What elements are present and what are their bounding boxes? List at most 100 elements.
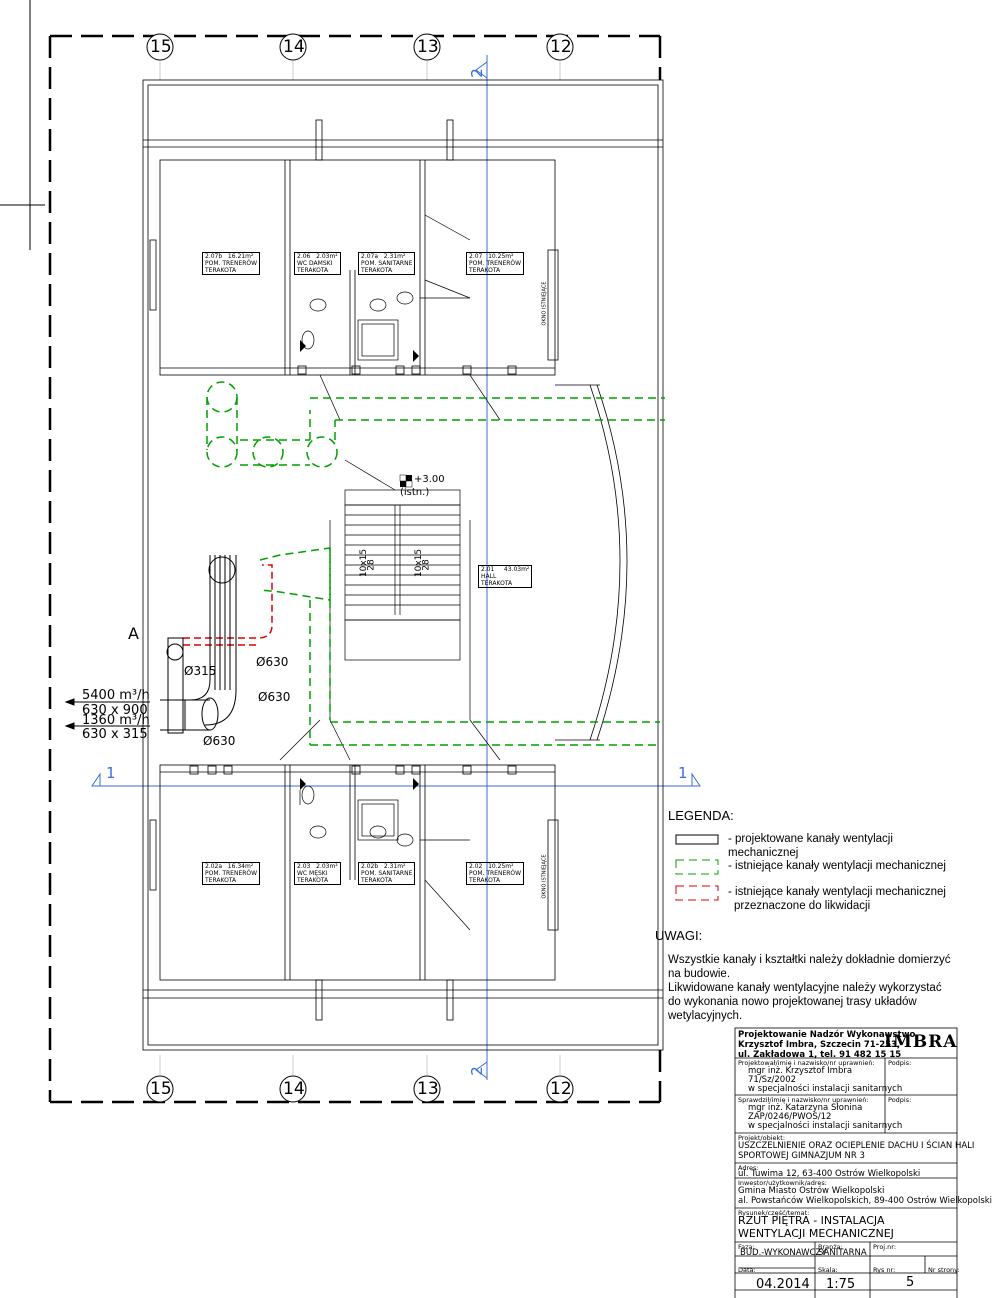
axis-grid-lines <box>159 60 561 1076</box>
axis-top-12: 12 <box>550 37 572 57</box>
company-logo: IMBRA <box>884 1032 958 1052</box>
level-marker-symbol <box>399 474 413 488</box>
axis-2-bottom: 2 <box>467 1066 486 1076</box>
tb-project-label: Projekt/obiekt: <box>738 1134 786 1142</box>
notes-line-4: do wykonania nowo projektowanej trasy uk… <box>668 996 917 1022</box>
tb-pageno-label: Nr strony: <box>928 1266 960 1274</box>
window-label-bottom: OKNO ISTNIEJĄCE <box>541 854 548 899</box>
notes-line-1: Wszystkie kanały i kształtki należy dokł… <box>668 954 951 966</box>
tb-branch-label: Branża: <box>818 1243 843 1251</box>
projected-ducts <box>160 555 237 734</box>
tb-drawno-label: Rys nr: <box>873 1266 896 1274</box>
tb-investor-label: Inwestor/użytkownik/adres: <box>738 1179 827 1187</box>
legend-item-existing: - istniejące kanały wentylacji mechanicz… <box>728 860 946 872</box>
level-note: (istn.) <box>400 487 430 498</box>
tb-date: 04.2014 <box>756 1277 810 1292</box>
duct-label-630-c: Ø630 <box>203 734 236 748</box>
tb-checker-3: w specjalności instalacji sanitarnych <box>748 1121 903 1131</box>
tb-investor-2: al. Powstańców Wielkopolskich, 89-400 Os… <box>738 1196 992 1206</box>
tb-investor-1: Gmina Miasto Ostrów Wielkopolski <box>738 1186 885 1196</box>
title-block-grid <box>734 1027 958 1298</box>
tb-drawing-1: RZUT PIĘTRA - INSTALACJA <box>738 1214 885 1227</box>
flow-2-size: 630 x 315 <box>82 727 148 742</box>
legend-swatches <box>675 834 719 901</box>
tb-scale-label: Skala: <box>818 1266 838 1274</box>
removed-ducts <box>183 564 273 646</box>
tb-address-label: Adres: <box>738 1164 759 1172</box>
tb-sign-label: Podpis: <box>888 1059 912 1067</box>
axis-lines <box>91 55 701 1080</box>
duct-label-315: Ø315 <box>184 664 217 678</box>
tb-sign-label-2: Podpis: <box>888 1096 912 1104</box>
axis-bottom-13: 13 <box>417 1079 439 1099</box>
tb-date-label: Data: <box>738 1266 756 1274</box>
flow-1-size: 630 x 900 <box>82 703 148 718</box>
tb-scale: 1:75 <box>826 1277 856 1292</box>
axis-top-15: 15 <box>150 37 172 57</box>
floor-plan-drawing <box>0 0 958 1298</box>
tb-checker-2: ZAP/0246/PWOS/12 <box>748 1112 832 1122</box>
tb-checked-label: Sprawdził/imię i nazwisko/nr uprawnień: <box>738 1096 869 1104</box>
staircase <box>329 489 471 720</box>
axis-1-left: 1 <box>106 764 116 782</box>
tb-company-2: Krzysztof Imbra, Szczecin 71-253, <box>738 1040 901 1050</box>
axis-bottom-12: 12 <box>550 1079 572 1099</box>
flow-2-rate: 1360 m³/h <box>82 713 150 728</box>
flow-1-rate: 5400 m³/h <box>82 688 150 703</box>
exhaust-markers <box>300 340 419 790</box>
window-label-top: OKNO ISTNIEJĄCE <box>541 281 548 326</box>
tb-address: ul. Tuwima 12, 63-400 Ostrów Wielkopolsk… <box>738 1169 921 1179</box>
tb-designer-1: mgr inż. Krzysztof Imbra <box>748 1066 853 1076</box>
duct-label-630-b: Ø630 <box>258 690 291 704</box>
tb-phase-label: Faza: <box>738 1243 755 1251</box>
duct-label-630-a: Ø630 <box>256 655 289 669</box>
axis-bubbles <box>146 33 574 1103</box>
legend-item-projected: - projektowane kanały wentylacji mechani… <box>728 833 893 859</box>
stairs-steps-b: 28 <box>421 559 432 571</box>
sanitary-fixtures <box>301 291 414 847</box>
legend-title: LEGENDA: <box>668 808 734 823</box>
tb-project-1: USZCZELNIENIE ORAZ OCIEPLENIE DACHU I ŚC… <box>738 1141 975 1151</box>
tb-company-3: ul. Zakładowa 1, tel. 91 482 15 15 <box>738 1050 902 1060</box>
axis-bottom-14: 14 <box>283 1079 305 1099</box>
legend-item-removed-2: przeznaczone do likwidacji <box>734 900 871 912</box>
stairs-steps-a: 28 <box>366 559 377 571</box>
tb-company-1: Projektowanie Nadzór Wykonawstwo <box>738 1030 916 1040</box>
axis-top-13: 13 <box>417 37 439 57</box>
flow-arrows <box>64 698 150 730</box>
tb-designed-label: Projektował/imię i nazwisko/nr uprawnień… <box>738 1059 875 1067</box>
axis-1-right: 1 <box>678 764 688 782</box>
notes-line-3: Likwidowane kanały wentylacyjne należy w… <box>668 982 942 994</box>
building-walls <box>142 79 664 1051</box>
tb-projno-label: Proj.nr: <box>873 1243 897 1251</box>
legend-item-removed: - istniejące kanały wentylacji mechanicz… <box>728 886 946 898</box>
level-value: +3.00 <box>414 474 445 485</box>
tb-phase: BUD.-WYKONAWCZY <box>740 1248 827 1258</box>
curved-facade <box>555 384 628 741</box>
tb-project-2: SPORTOWEJ GIMNAZJUM NR 3 <box>738 1151 865 1161</box>
axis-bottom-15: 15 <box>150 1079 172 1099</box>
notes-line-2: na budowie. <box>668 968 731 980</box>
notes-title: UWAGI: <box>655 928 703 943</box>
section-letter: A <box>128 624 139 643</box>
existing-ducts <box>206 381 665 746</box>
door-swings <box>279 214 501 931</box>
sheet-border <box>48 34 662 1104</box>
axis-2-top: 2 <box>467 68 486 78</box>
tb-checker-1: mgr inż. Katarzyna Słonina <box>748 1103 863 1113</box>
axis-top-14: 14 <box>283 37 305 57</box>
tb-designer-3: w specjalności instalacji sanitarnych <box>748 1084 903 1094</box>
sheet-edge-marks <box>0 0 45 250</box>
tb-drawing-2: WENTYLACJI MECHANICZNEJ <box>738 1227 894 1240</box>
tb-branch: SANITARNA <box>818 1248 867 1258</box>
tb-drawno: 5 <box>906 1275 915 1290</box>
